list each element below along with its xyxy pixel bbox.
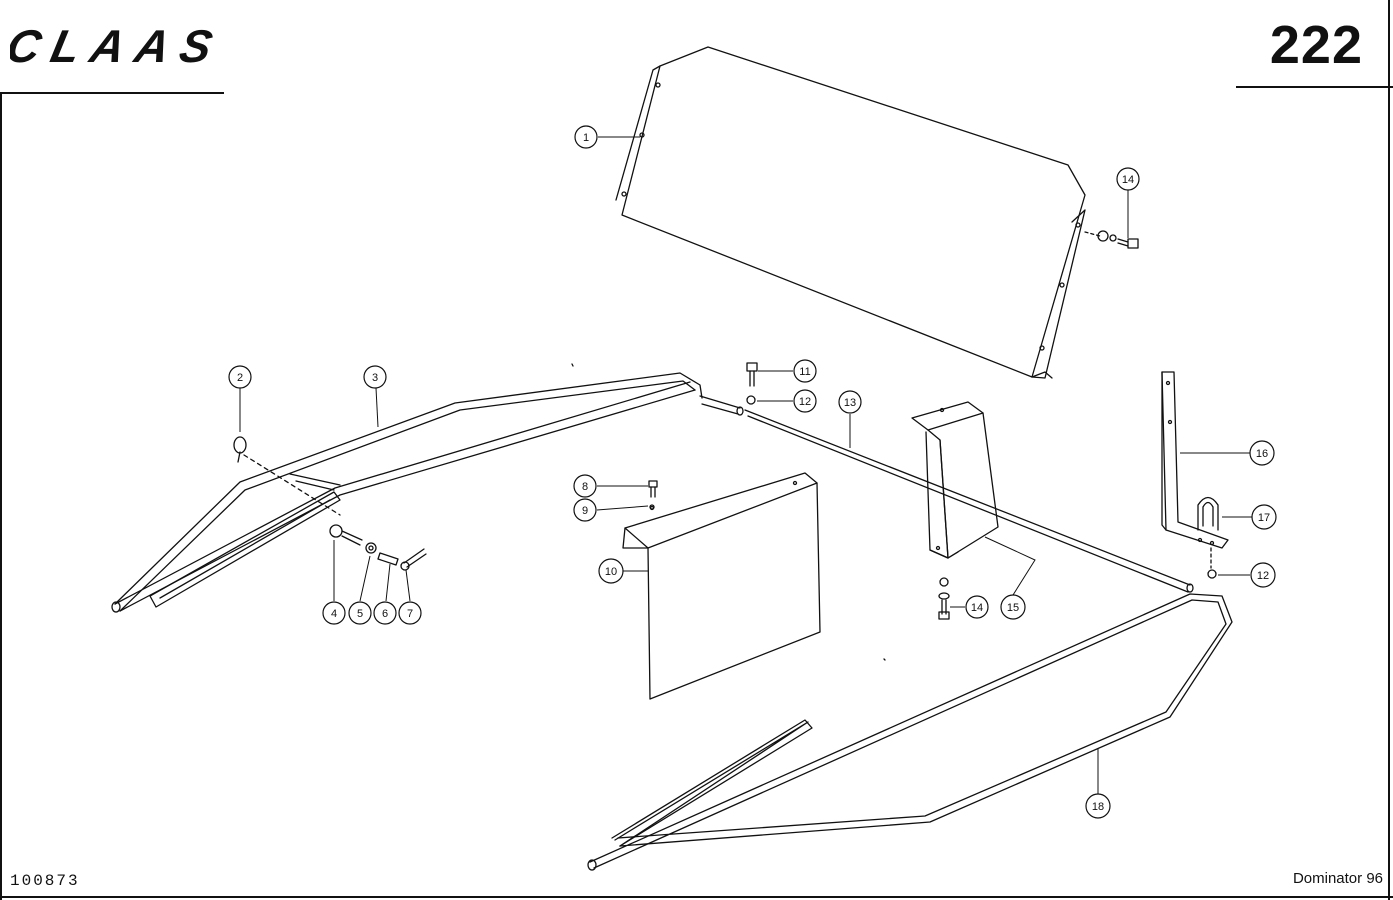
svg-text:15: 15 (1007, 602, 1019, 614)
svg-text:17: 17 (1258, 512, 1270, 524)
callout-16: 16 (1249, 440, 1275, 466)
part-1-cover-panel (615, 46, 1086, 379)
claas-logo: CLAAS (10, 24, 219, 68)
callout-8: 8 (573, 474, 597, 498)
part-18-right-tube-frame (587, 593, 1233, 871)
frame-right (1388, 0, 1390, 900)
frame-left (0, 92, 2, 900)
svg-text:16: 16 (1256, 448, 1268, 460)
part-14-hardware-top (1097, 230, 1139, 249)
svg-text:3: 3 (372, 372, 378, 384)
part-5-washer (365, 542, 377, 554)
svg-text:6: 6 (382, 608, 388, 620)
header-rule-left (0, 92, 224, 94)
svg-text:12: 12 (799, 396, 811, 408)
callout-7: 7 (398, 601, 422, 625)
page-number: 222 (1269, 15, 1363, 75)
callout-13: 13 (838, 390, 862, 414)
callout-6: 6 (373, 601, 397, 625)
model-name: Dominator 96 (1292, 870, 1383, 887)
part-12-nut-right (1207, 569, 1217, 579)
callout-18: 18 (1085, 793, 1111, 819)
part-17-u-bolt (1197, 496, 1219, 531)
callout-14-low: 14 (965, 595, 989, 619)
part-13-cross-tube (744, 409, 1194, 593)
callout-15: 15 (1000, 594, 1026, 620)
svg-text:12: 12 (1257, 570, 1269, 582)
document-number: 100873 (10, 872, 80, 890)
svg-text:13: 13 (844, 397, 856, 409)
part-15-bracket (911, 401, 999, 559)
svg-text:18: 18 (1092, 801, 1104, 813)
callout-9: 9 (573, 498, 597, 522)
part-7-pin (400, 548, 427, 571)
svg-text:5: 5 (357, 608, 363, 620)
callout-10: 10 (598, 558, 624, 584)
svg-text:1: 1 (583, 132, 589, 144)
callout-17: 17 (1251, 504, 1277, 530)
part-6-spacer (377, 552, 399, 566)
svg-text:4: 4 (331, 608, 337, 620)
svg-text:14: 14 (1122, 174, 1134, 186)
callout-11: 11 (793, 359, 817, 383)
part-11-bolt (746, 362, 758, 387)
svg-text:11: 11 (799, 366, 810, 378)
callout-2: 2 (228, 365, 252, 389)
header-rule-right (1236, 86, 1393, 88)
svg-text:9: 9 (582, 505, 588, 517)
part-2-clip (233, 436, 247, 463)
part-16-angle-bracket (1161, 371, 1229, 549)
svg-text:14: 14 (971, 602, 983, 614)
callout-5: 5 (348, 601, 372, 625)
part-9-washer (649, 504, 655, 510)
callout-3: 3 (363, 365, 387, 389)
svg-text:8: 8 (582, 481, 588, 493)
part-10-plate (622, 472, 821, 700)
part-4-bolt (329, 524, 363, 546)
part-14-hardware-low (938, 577, 950, 620)
frame-bottom (0, 896, 1393, 898)
callout-14-top: 14 (1116, 167, 1140, 191)
callout-12-right: 12 (1250, 562, 1276, 588)
part-3-left-tube-frame (111, 372, 744, 613)
svg-text:10: 10 (605, 566, 617, 578)
callout-1: 1 (574, 125, 598, 149)
part-12-nut-mid (746, 395, 756, 405)
callout-12-mid: 12 (793, 389, 817, 413)
callout-4: 4 (322, 601, 346, 625)
svg-text:2: 2 (237, 372, 243, 384)
part-8-screw (648, 480, 658, 498)
svg-text:7: 7 (407, 608, 413, 620)
